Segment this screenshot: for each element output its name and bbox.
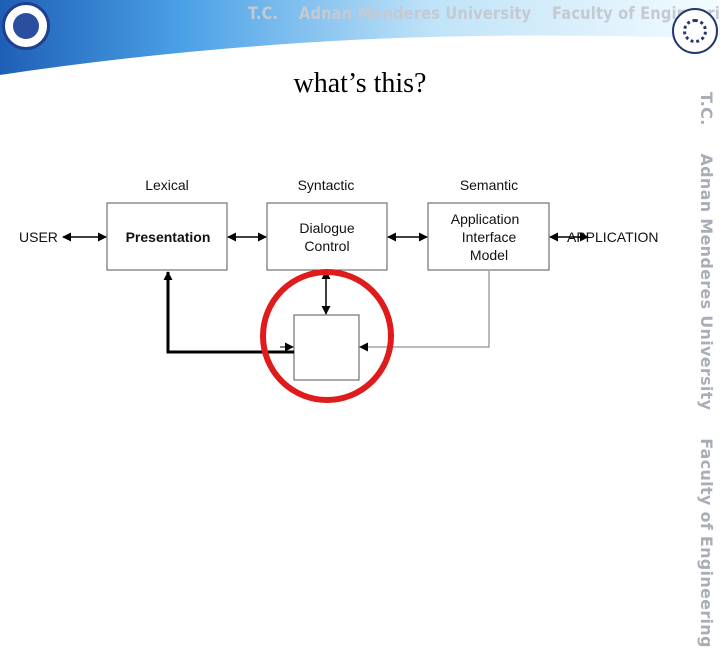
- label-lexical: Lexical: [145, 177, 189, 193]
- header-title: T.C. Adnan Menderes University Faculty o…: [248, 4, 720, 30]
- label-semantic: Semantic: [460, 177, 518, 193]
- app-label-line2: Interface: [462, 229, 517, 245]
- app-label-line3: Model: [470, 247, 508, 263]
- arrow-unknown-to-presentation: [163, 271, 294, 354]
- header-university: Adnan Menderes University: [299, 4, 532, 24]
- dialogue-label-line2: Control: [304, 238, 349, 254]
- application-label: APPLICATION: [567, 229, 659, 245]
- presentation-box: [106, 202, 228, 271]
- header-banner: [0, 0, 720, 77]
- faculty-seal-logo: [672, 8, 718, 54]
- slide-title: what’s this?: [293, 68, 427, 99]
- app-label-line1: Application: [451, 211, 520, 227]
- dialogue-label-line1: Dialogue: [299, 220, 354, 236]
- unknown-box: [293, 314, 360, 381]
- presentation-label: Presentation: [126, 229, 211, 245]
- architecture-diagram: Lexical Syntactic Semantic Presentation …: [19, 177, 659, 403]
- user-label: USER: [19, 229, 58, 245]
- university-seal-logo: [2, 2, 50, 50]
- dialogue-control-box: [266, 202, 388, 271]
- label-syntactic: Syntactic: [298, 177, 355, 193]
- highlight-circle: [260, 269, 394, 403]
- header-institution: T.C.: [248, 4, 279, 24]
- application-interface-model-box: [427, 202, 550, 271]
- arrow-application-to-unknown: [359, 271, 490, 352]
